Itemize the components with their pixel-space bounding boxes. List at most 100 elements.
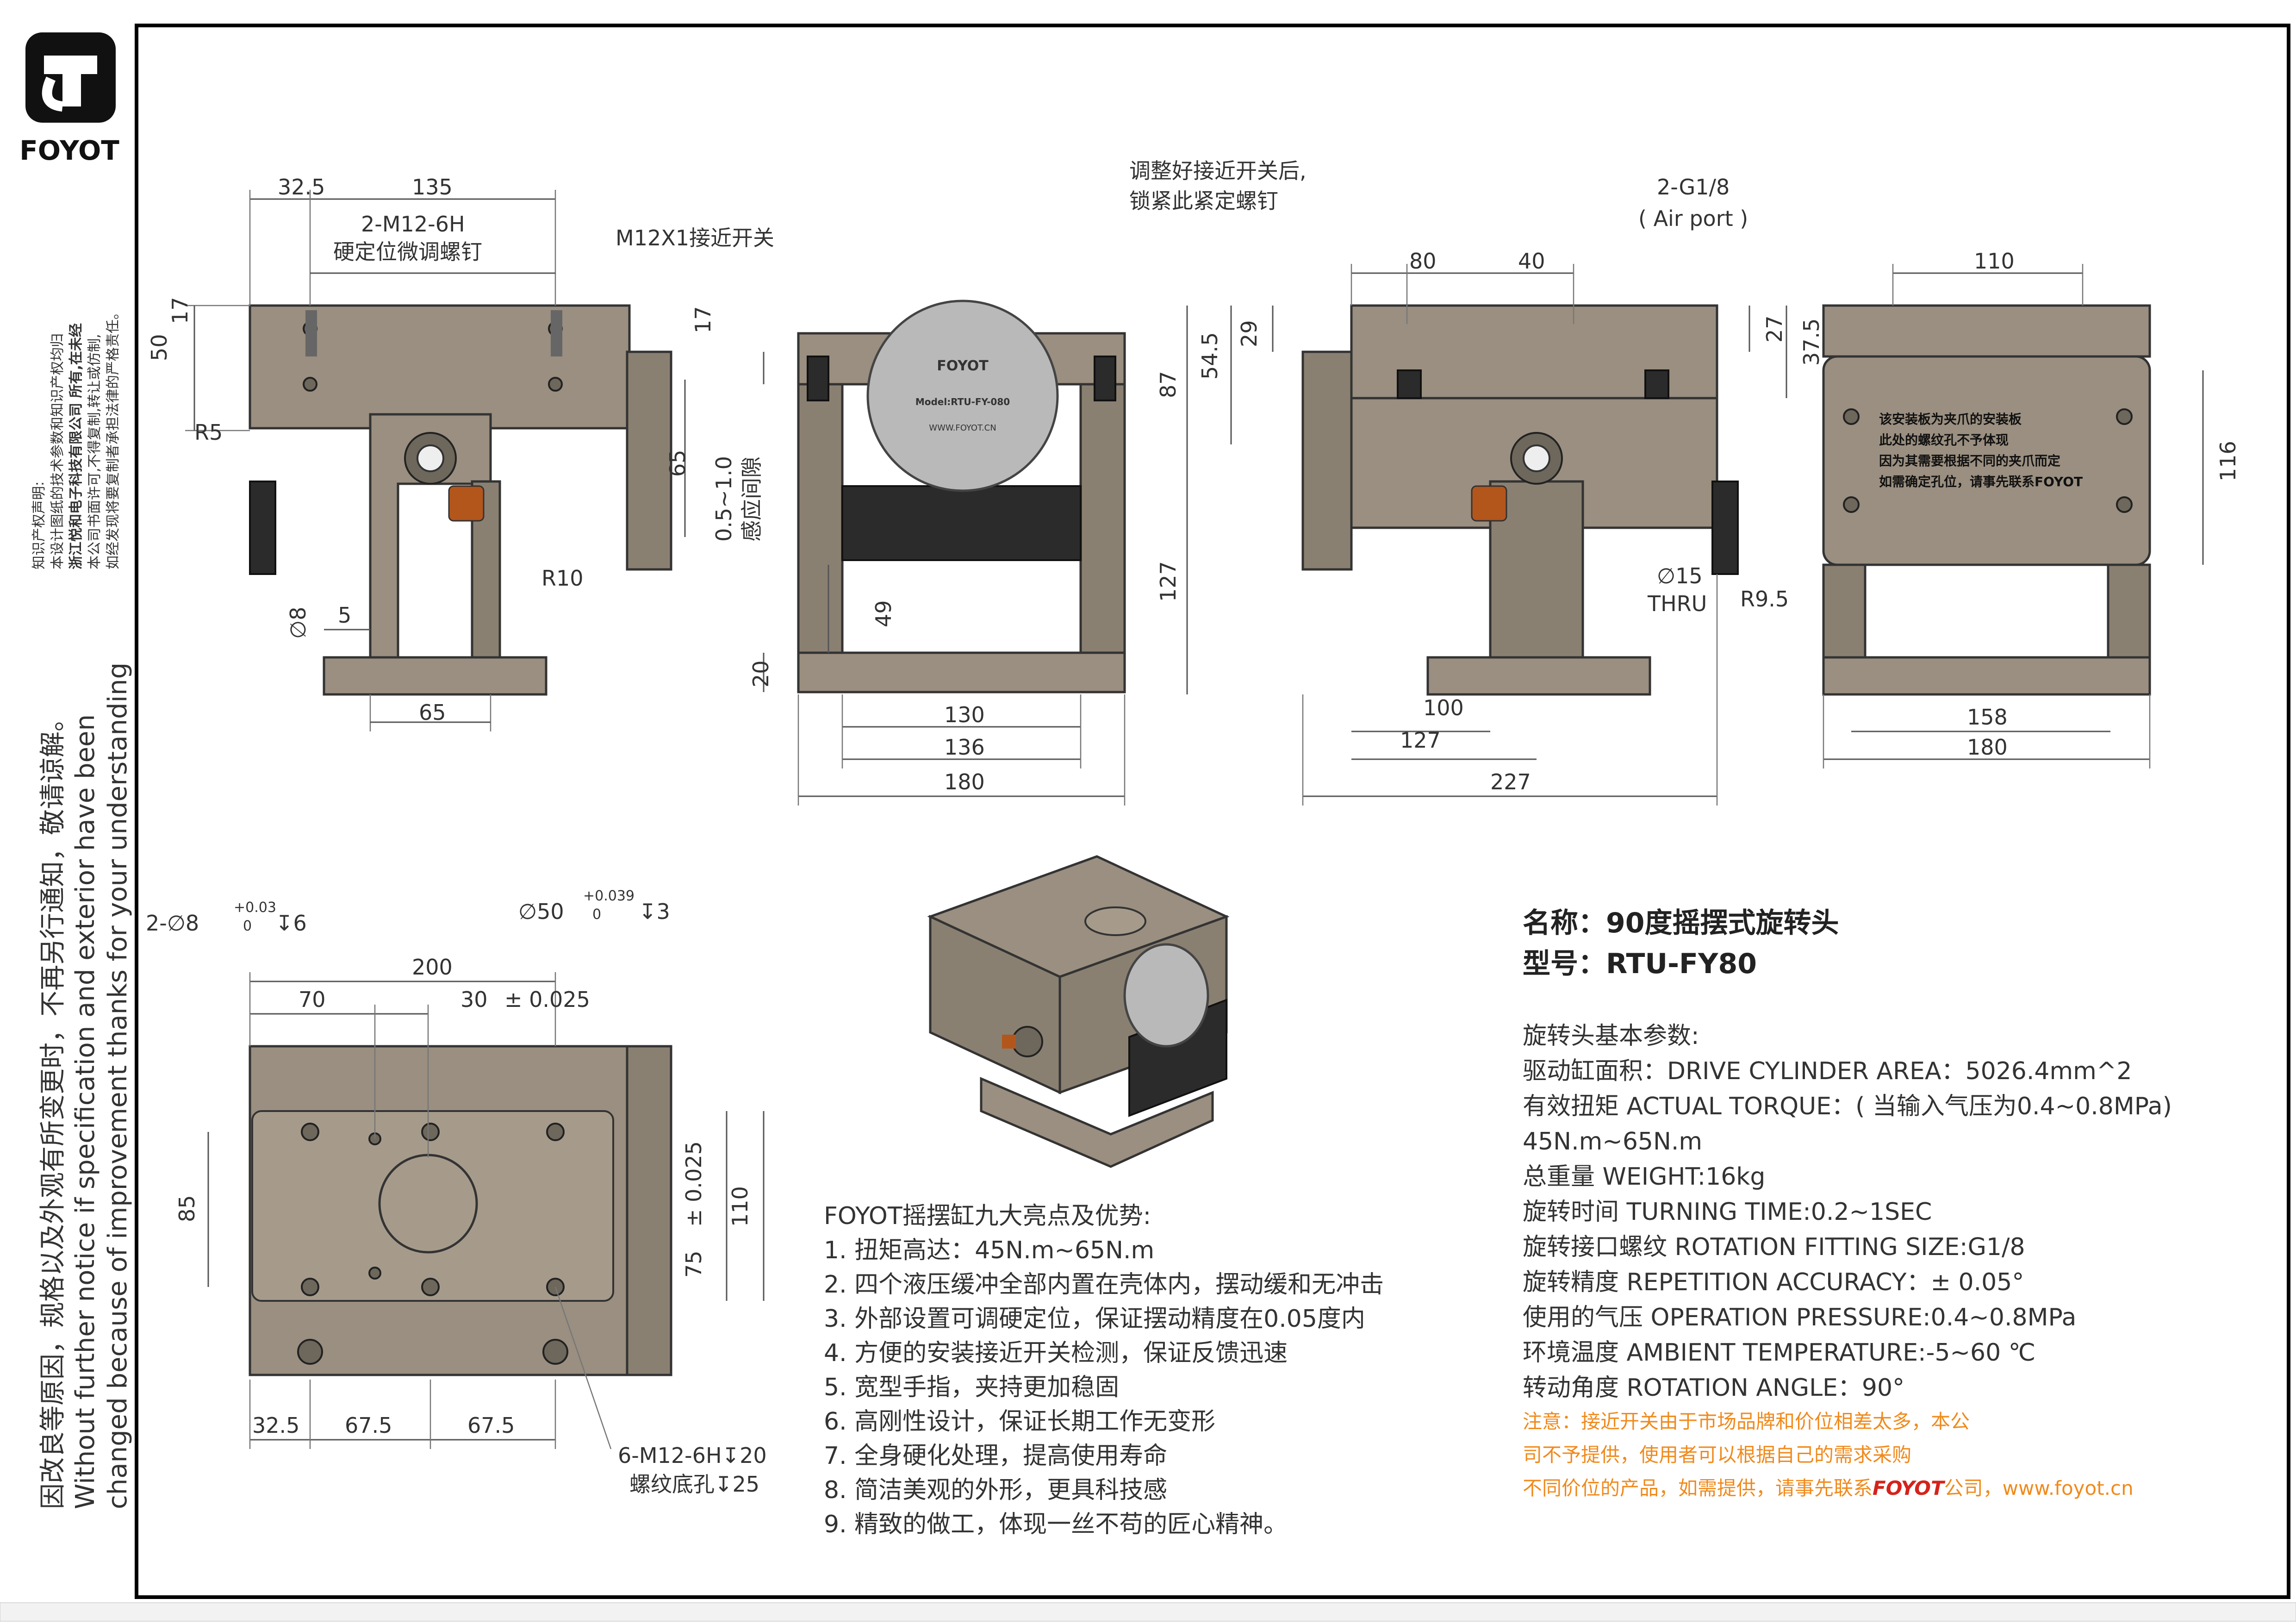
- foyot-logo-icon: [25, 32, 116, 123]
- v1-right-flange: [626, 350, 672, 571]
- advantage-item: 2. 四个液压缓冲全部内置在壳体内，摆动缓和无冲击: [824, 1271, 1384, 1299]
- note-block: 注意：接近开关由于市场品牌和价位相差太多，本公 司不予提供，使用者可以根据自己的…: [1523, 1405, 2134, 1505]
- v3-dim-87: 87: [1156, 371, 1181, 398]
- advantage-item: 9. 精致的做工，体现一丝不苟的匠心精神。: [824, 1511, 1288, 1538]
- advantage-item: 5. 宽型手指，夹持更加稳固: [824, 1374, 1120, 1401]
- advantage-item: 1. 扭矩高达：45N.m~65N.m: [824, 1237, 1155, 1264]
- v3-dim-227: 227: [1490, 769, 1531, 794]
- view-1-dimensions: 32.5 135 2-M12-6H 硬定位微调螺钉 17 50 R5 R10 6…: [147, 175, 690, 731]
- copyright-line-2: 浙江悦和电子科技有限公司 所有,在未经: [68, 323, 84, 569]
- product-model: 型号：RTU-FY80: [1523, 948, 1757, 980]
- v1-phi8: ∅8: [286, 607, 311, 639]
- v2-sensor: M12X1接近开关: [616, 225, 774, 250]
- v5-tol-025: ± 0.025: [504, 987, 590, 1012]
- view-4-dimensions: 110 116 R9.5 158 180: [1740, 249, 2240, 768]
- v5-pin-tol-up: +0.03: [234, 899, 276, 916]
- product-title-block: 名称：90度摇摆式旋转头 型号：RTU-FY80: [1523, 903, 1839, 984]
- v3-dim-80: 80: [1409, 249, 1437, 274]
- v4-dim-180: 180: [1967, 735, 2008, 760]
- v1-dim-135: 135: [412, 175, 453, 200]
- v2-gap: 0.5~1.0: [711, 456, 736, 542]
- product-name: 名称：90度摇摆式旋转头: [1523, 907, 1839, 939]
- v2-dim-17: 17: [691, 306, 716, 333]
- view-4-back: 该安装板为夹爪的安装板 此处的螺纹孔不予体现 因为其需要根据不同的夹爪而定 如需…: [1822, 304, 2151, 696]
- v2-gap-desc: 感应间隙: [739, 456, 764, 542]
- v1-dim-50: 50: [147, 334, 172, 361]
- v2-plate-model: Model:RTU-FY-080: [915, 396, 1010, 407]
- v3-dim-375: 37.5: [1799, 319, 1824, 366]
- spec-item: 45N.m~65N.m: [1523, 1128, 1703, 1156]
- v4-base: [1822, 656, 2151, 696]
- v1-r10: R10: [541, 566, 584, 591]
- v5-bore-depth: ↧3: [639, 899, 670, 924]
- note-brand: FOYOT: [1873, 1477, 1944, 1499]
- copyright-block: 知识产权声明: 本设计图纸的技术参数和知识产权均归 浙江悦和电子科技有限公司 所…: [30, 306, 123, 569]
- v3-dim-127: 127: [1400, 728, 1441, 753]
- v2-plate-brand: FOYOT: [937, 358, 989, 374]
- bottom-ruler: [0, 1602, 2296, 1622]
- v2-base: [797, 651, 1126, 693]
- v4-mount-plate: [1822, 355, 2151, 566]
- v1-base: [323, 656, 548, 696]
- v4-dim-158: 158: [1967, 705, 2008, 730]
- view-5-top: [249, 1045, 672, 1376]
- v5-dim-200: 200: [412, 955, 453, 980]
- v4-dim-116: 116: [2215, 441, 2240, 481]
- view-2-front: FOYOT Model:RTU-FY-080 WWW.FOYOT.CN: [797, 300, 1126, 693]
- v1-dim-325: 32.5: [278, 175, 325, 200]
- v4-plate-3: 因为其需要根据不同的夹爪而定: [1879, 453, 2060, 468]
- v4-r95: R9.5: [1740, 587, 1789, 612]
- spec-item: 转动角度 ROTATION ANGLE：90°: [1523, 1374, 1905, 1402]
- advantages-title: FOYOT摇摆缸九大亮点及优势:: [824, 1202, 1151, 1230]
- advantage-item: 8. 简洁美观的外形，更具科技感: [824, 1476, 1168, 1504]
- v5-center-bore: [378, 1154, 478, 1254]
- advantage-item: 6. 高刚性设计，保证长期工作无变形: [824, 1408, 1216, 1436]
- v2-left-leg: [797, 383, 844, 654]
- v2-right-leg: [1079, 383, 1126, 654]
- spec-item: 旋转接口螺纹 ROTATION FITTING SIZE:G1/8: [1523, 1233, 2025, 1261]
- v5-dim-75: 75: [681, 1250, 706, 1278]
- v2-dim-20: 20: [748, 660, 773, 687]
- v3-dim-27: 27: [1762, 315, 1787, 343]
- v5-bore-tol-up: +0.039: [583, 888, 635, 904]
- note-line-1: 注意：接近开关由于市场品牌和价位相差太多，本公: [1523, 1410, 1970, 1433]
- v1-dim-65v: 65: [665, 450, 690, 477]
- drawing-frame: [135, 24, 2290, 1599]
- v1-black-pad: [249, 481, 276, 575]
- v2-dim-180: 180: [944, 769, 985, 794]
- copyright-line-1: 本设计图纸的技术参数和知识产权均归: [50, 333, 66, 569]
- view-3-side: [1301, 304, 1739, 696]
- view-2-dimensions: M12X1接近开关 17 0.5~1.0 感应间隙 49 20 130 136 …: [616, 225, 1126, 806]
- spec-item: 使用的气压 OPERATION PRESSURE:0.4~0.8MPa: [1523, 1304, 2077, 1331]
- v1-dim-65: 65: [419, 700, 446, 725]
- notice-block: 因改良等原因，规格以及外观有所变更时，不再另行通知，敬请谅解。 Without …: [37, 662, 134, 1509]
- v1-r5: R5: [194, 420, 223, 445]
- v5-thread-2: 螺纹底孔↧25: [629, 1472, 759, 1497]
- v4-dim-110: 110: [1974, 249, 2015, 274]
- v3-dim-100: 100: [1423, 695, 1464, 720]
- v5-dim-675b: 67.5: [467, 1413, 515, 1438]
- v5-dim-70: 70: [299, 987, 326, 1012]
- advantage-item: 4. 方便的安装接近开关检测，保证反馈迅速: [824, 1339, 1288, 1367]
- v2-plate-url: WWW.FOYOT.CN: [929, 423, 996, 433]
- v5-thread-1: 6-M12-6H↧20: [618, 1443, 767, 1468]
- copyright-line-4: 如经发现将要复制者承担法律的严格责任。: [105, 306, 121, 569]
- copyright-line-3: 本公司书面许可,不得复制,转让或仿制,: [87, 334, 103, 569]
- notice-cn: 因改良等原因，规格以及外观有所变更时，不再另行通知，敬请谅解。: [38, 706, 68, 1509]
- note-line-3: 不同价位的产品，如需提供，请事先联系FOYOT公司，www.foyot.cn: [1523, 1472, 2134, 1505]
- v3-base: [1426, 656, 1651, 696]
- v5-tol-025v: ± 0.025: [681, 1141, 706, 1227]
- v4-plate-4: 如需确定孔位，请事先联系FOYOT: [1879, 474, 2083, 489]
- advantage-item: 3. 外部设置可调硬定位，保证摆动精度在0.05度内: [824, 1305, 1365, 1333]
- advantages-block: FOYOT摇摆缸九大亮点及优势: 1. 扭矩高达：45N.m~65N.m 2. …: [824, 1199, 1384, 1542]
- v3-port-desc: ( Air port ): [1638, 206, 1748, 231]
- v2-dim-136: 136: [944, 735, 985, 760]
- v3-dim-127v: 127: [1156, 561, 1181, 602]
- spec-item: 环境温度 AMBIENT TEMPERATURE:-5~60 ℃: [1523, 1339, 2036, 1367]
- v2-finger-block: [841, 485, 1082, 561]
- v5-bore: ∅50: [518, 899, 564, 924]
- v2-dim-130: 130: [944, 702, 985, 727]
- notice-en-1: Without further notice if specification …: [70, 714, 100, 1509]
- v3-port: 2-G1/8: [1657, 175, 1730, 200]
